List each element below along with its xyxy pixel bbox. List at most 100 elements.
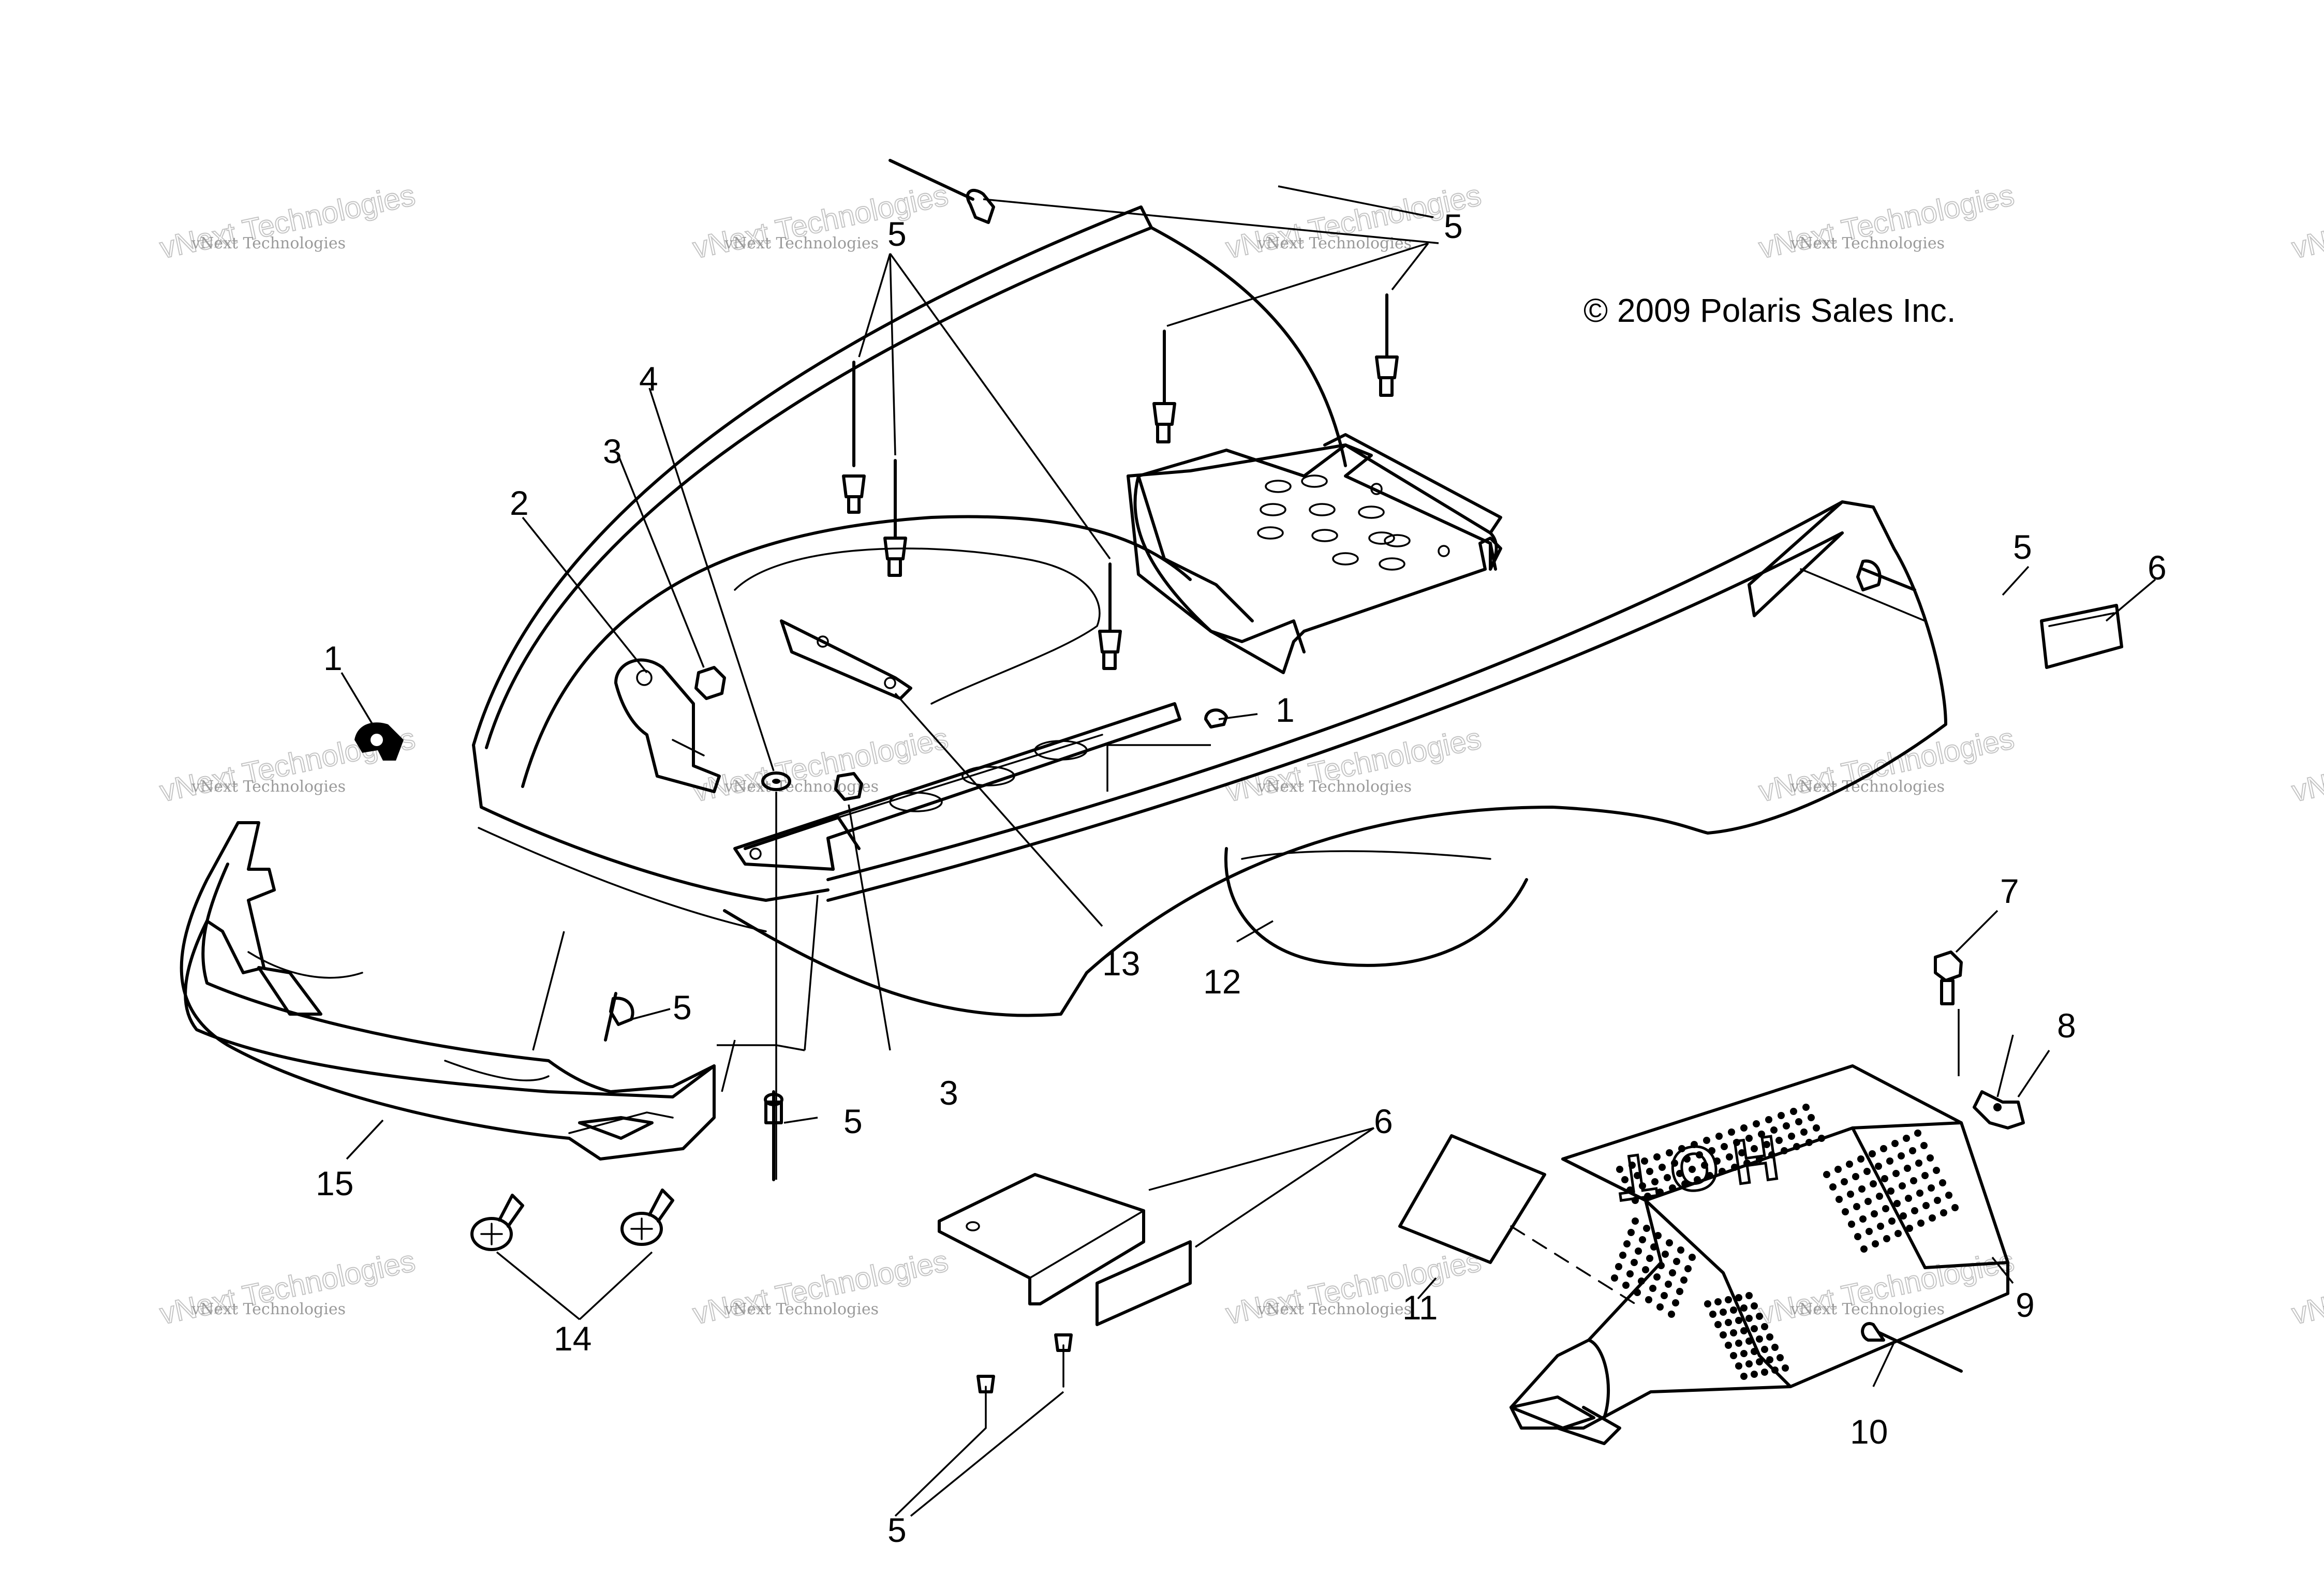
perforation-dot bbox=[1730, 1306, 1737, 1314]
nut-upper bbox=[694, 666, 726, 700]
perforation-dot bbox=[1725, 1296, 1732, 1303]
rivet-cluster-b bbox=[883, 459, 907, 577]
perforation-dot bbox=[1676, 1288, 1683, 1295]
perforation-dot bbox=[1681, 1180, 1689, 1187]
watermark-text: vNext Technologies bbox=[724, 234, 879, 252]
perforation-dot bbox=[1775, 1137, 1783, 1144]
perforation-dot bbox=[1914, 1130, 1921, 1137]
callout-5-right: 5 bbox=[2013, 528, 2032, 566]
perforation-dot bbox=[1611, 1274, 1618, 1282]
perforation-dot bbox=[1654, 1232, 1662, 1239]
perforation-dot bbox=[1735, 1362, 1742, 1370]
perforation-dot bbox=[1629, 1162, 1636, 1169]
perforation-dot bbox=[1701, 1162, 1708, 1169]
perforation-dot bbox=[1635, 1247, 1642, 1255]
rivet-cluster-d bbox=[1375, 293, 1399, 397]
perforation-dot bbox=[1852, 1173, 1859, 1180]
perforation-dot bbox=[1888, 1217, 1896, 1225]
perforation-dot bbox=[1735, 1340, 1742, 1347]
perforation-dot bbox=[1731, 1164, 1738, 1171]
perforation-dot bbox=[1671, 1160, 1678, 1167]
rivet-cluster-c bbox=[1152, 330, 1176, 443]
watermark-text: vNext Technologies bbox=[2323, 1300, 2324, 1318]
perforation-dot bbox=[1880, 1145, 1887, 1152]
perforation-dot bbox=[1664, 1174, 1671, 1181]
callout-13: 13 bbox=[1102, 944, 1140, 983]
perforation-dot bbox=[1649, 1285, 1656, 1292]
perforation-dot bbox=[1945, 1192, 1952, 1199]
perforation-dot bbox=[1689, 1254, 1696, 1261]
perforation-dot bbox=[1738, 1149, 1745, 1156]
perforation-dot bbox=[1940, 1209, 1947, 1216]
perforation-dot bbox=[1778, 1112, 1785, 1119]
perforation-dot bbox=[1627, 1229, 1635, 1236]
perforation-dot bbox=[1751, 1325, 1758, 1332]
callout-6-right: 6 bbox=[2148, 548, 2167, 587]
callout-11: 11 bbox=[1402, 1288, 1438, 1327]
perforation-dot bbox=[1631, 1259, 1638, 1266]
perforation-dot bbox=[1639, 1236, 1646, 1243]
perforation-dot bbox=[1751, 1302, 1758, 1310]
perforation-dot bbox=[1882, 1205, 1889, 1212]
perforation-dot bbox=[1905, 1195, 1912, 1202]
heat-shield-perforations bbox=[1611, 1104, 1959, 1380]
watermark-text: vNext Technologies bbox=[1790, 778, 1945, 796]
perforation-dot bbox=[1683, 1155, 1691, 1163]
callout-1-right: 1 bbox=[1276, 691, 1295, 729]
heat-shield: HOT bbox=[1509, 1064, 2009, 1445]
perforation-dot bbox=[1638, 1277, 1645, 1285]
callout-5-lower-mid: 5 bbox=[843, 1102, 863, 1140]
perforation-dot bbox=[1766, 1333, 1773, 1341]
watermark-text: vNext Technologies bbox=[1790, 1300, 1945, 1318]
perforation-dot bbox=[1906, 1225, 1913, 1232]
perforation-dot bbox=[1894, 1230, 1902, 1237]
perforation-dot bbox=[1859, 1215, 1867, 1223]
perforation-dot bbox=[1929, 1214, 1936, 1222]
washer bbox=[761, 771, 791, 791]
callout-5-top-left: 5 bbox=[887, 215, 907, 253]
watermark-text: vNext Technologies bbox=[2323, 234, 2324, 252]
callout-7: 7 bbox=[2000, 872, 2019, 910]
perforation-dot bbox=[1771, 1366, 1779, 1374]
perforation-dot bbox=[1915, 1160, 1922, 1167]
callout-8: 8 bbox=[2057, 1006, 2076, 1045]
rear-mount-plate bbox=[1127, 433, 1502, 674]
perforation-dot bbox=[1766, 1356, 1773, 1363]
watermark-text: vNext Technologies bbox=[2323, 778, 2324, 796]
perforation-dot bbox=[1818, 1135, 1825, 1142]
watermark-text: vNext Technologies bbox=[724, 1300, 879, 1318]
perforation-dot bbox=[1704, 1300, 1711, 1307]
perforation-dot bbox=[1904, 1165, 1911, 1172]
perforation-dot bbox=[1661, 1292, 1668, 1299]
perforation-dot bbox=[1883, 1235, 1890, 1242]
perforation-dot bbox=[1725, 1342, 1732, 1349]
perforation-dot bbox=[1708, 1147, 1715, 1154]
perforation-dot bbox=[1795, 1118, 1802, 1125]
perforation-dot bbox=[1645, 1296, 1652, 1303]
perforation-dot bbox=[1673, 1258, 1680, 1265]
perforation-dot bbox=[1728, 1128, 1735, 1136]
perforation-dot bbox=[1677, 1246, 1684, 1254]
perforation-dot bbox=[1632, 1217, 1639, 1225]
perforation-dot bbox=[1644, 1193, 1651, 1200]
perforation-dot bbox=[1657, 1262, 1665, 1269]
rivet-top-left bbox=[889, 159, 995, 224]
callout-labels: 1 1 2 3 3 4 5 5 5 5 5 5 6 6 7 8 9 10 11 … bbox=[316, 207, 2167, 1549]
perforation-dot bbox=[1646, 1255, 1653, 1262]
perforation-dot bbox=[1864, 1198, 1872, 1205]
perforation-dot bbox=[1678, 1145, 1685, 1152]
perforation-dot bbox=[1641, 1157, 1648, 1165]
watermark-text: vNext Technologies bbox=[1257, 234, 1412, 252]
perforation-dot bbox=[1848, 1221, 1855, 1228]
perforation-dot bbox=[1735, 1294, 1742, 1301]
perforation-dot bbox=[1829, 1183, 1837, 1191]
perforation-dot bbox=[1639, 1182, 1646, 1190]
perforation-dot bbox=[1730, 1329, 1737, 1336]
perforation-dot bbox=[1900, 1212, 1907, 1220]
perforation-dot bbox=[1745, 1315, 1753, 1322]
rivet-heat-shield bbox=[1861, 1322, 1963, 1373]
perforation-dot bbox=[1653, 1273, 1661, 1281]
